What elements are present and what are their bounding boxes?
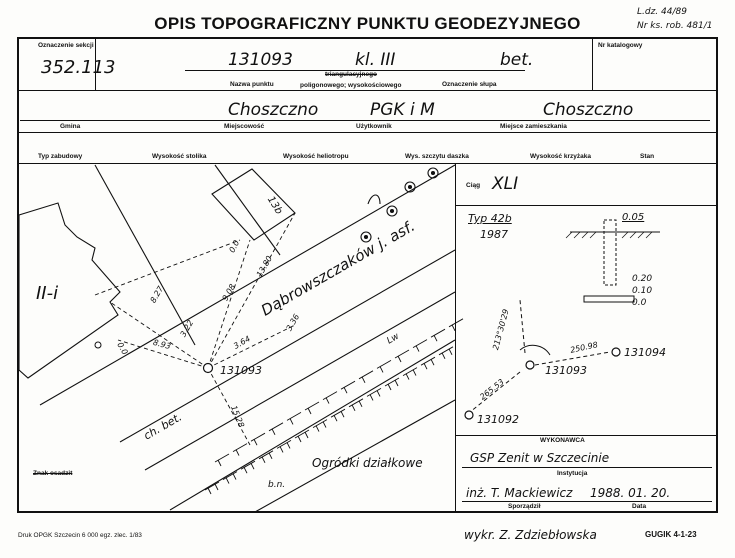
wysokosc-heliotropu-label: Wysokość heliotropu — [283, 153, 349, 160]
date-value: 1988. 01. 20. — [590, 486, 671, 500]
oznaczenie-slupa-value: bet. — [500, 50, 534, 70]
nr-katalogowy-label: Nr katalogowy — [598, 42, 643, 49]
wysokosc-krzyzaka-label: Wysokość krzyżaka — [530, 153, 591, 160]
oznaczenie-sekcji-label: Oznaczenie sekcji — [38, 42, 94, 49]
znak-label: Znak osadzit — [33, 470, 73, 477]
road-edge-north — [39, 164, 456, 406]
sporzadzil-value: inż. T. Mackiewicz — [466, 486, 573, 500]
depth-top: 0.05 — [622, 212, 645, 223]
row1-underline — [185, 70, 525, 71]
road-edge-south — [119, 249, 456, 443]
dim-1: 0.20 — [632, 274, 653, 284]
gardens-label: Ogródki działkowe — [312, 456, 423, 470]
data-label: Data — [632, 503, 647, 510]
katalog-divider — [592, 37, 593, 91]
row2-underline — [20, 120, 710, 121]
building-2i-label: II-i — [36, 283, 59, 304]
form-title: OPIS TOPOGRAFICZNY PUNKTU GEODEZYJNEGO — [154, 14, 581, 33]
row2-bottom — [17, 132, 717, 133]
point-131093-marker — [202, 362, 214, 374]
uzytkownik-label: Użytkownik — [356, 123, 392, 130]
stan-label: Stan — [640, 153, 655, 160]
ciag-bottom — [455, 205, 717, 206]
dim-2: 0.10 — [632, 286, 653, 296]
point-main-label: 131093 — [220, 364, 262, 377]
typ-value: Typ 42b — [468, 212, 512, 225]
dim-3: 0.0 — [632, 298, 647, 308]
footer-print-note: Druk OPGK Szczecin 6 000 egz. zlec. 1/83 — [18, 532, 142, 539]
garden-fence — [144, 291, 456, 471]
sporzadzil-label: Sporządził — [508, 503, 541, 510]
nr-ks-rob-note: Nr ks. rob. 481/1 — [637, 21, 713, 31]
ciag-label: Ciąg — [466, 182, 481, 189]
sporzadzil-underline — [462, 501, 712, 502]
klasa-value: kl. III — [355, 50, 396, 70]
nazwa-punktu-label: Nazwa punktu — [230, 81, 274, 88]
wys-szczytu-daszka-label: Wys. szczytu daszka — [405, 153, 469, 160]
wykonawca-label: WYKONAWCA — [540, 437, 585, 444]
year-value: 1987 — [480, 228, 508, 241]
frame-left — [17, 37, 19, 512]
frame-top — [17, 37, 717, 39]
oznaczenie-slupa-label: Oznaczenie słupa — [442, 81, 497, 88]
right-point-1: 131093 — [545, 364, 587, 377]
right-point-2: 131094 — [624, 346, 666, 359]
wysokosc-stolika-label: Wysokość stolika — [152, 153, 207, 160]
instytucja-underline — [462, 467, 712, 468]
bn-label: b.n. — [268, 480, 286, 490]
instytucja-label: Instytucja — [557, 470, 588, 477]
sekcji-divider — [95, 37, 96, 91]
typ-poligonowego: poligonowego; wysokościowego — [300, 82, 402, 89]
instytucja-value: GSP Zenit w Szczecinie — [470, 451, 610, 465]
row1-bottom — [17, 90, 717, 91]
frame-bottom — [17, 511, 718, 513]
miejscowosc-value: Choszczno — [228, 100, 319, 120]
wykonawca-top — [455, 435, 717, 436]
frame-right — [716, 37, 718, 512]
miejsce-zamieszkania-label: Miejsce zamieszkania — [500, 123, 567, 130]
uzytkownik-value: PGK i M — [370, 100, 435, 120]
miejscowosc-label: Miejscowość — [224, 123, 265, 130]
ldz-note: L.dz. 44/89 — [637, 7, 687, 17]
oznaczenie-sekcji-value: 352.113 — [41, 57, 116, 78]
building-2i-outline — [18, 202, 121, 379]
typ-triangulacyjnego: triangulacyjnego — [325, 71, 378, 78]
footer-drawn-by: wykr. Z. Zdziebłowska — [464, 528, 597, 542]
footer-form-code: GUGIK 4-1-23 — [645, 530, 697, 539]
right-panel-divider — [455, 163, 456, 511]
gmina-label: Gmina — [60, 123, 81, 130]
right-point-3: 131092 — [477, 413, 519, 426]
typ-zabudowy-label: Typ zabudowy — [38, 153, 83, 160]
row3-bottom — [17, 163, 717, 164]
ciag-value: XLI — [492, 174, 519, 194]
garden-plots — [204, 318, 464, 495]
nazwa-punktu-value: 131093 — [228, 50, 293, 70]
miejsce-zamieszkania-value: Choszczno — [543, 100, 634, 120]
